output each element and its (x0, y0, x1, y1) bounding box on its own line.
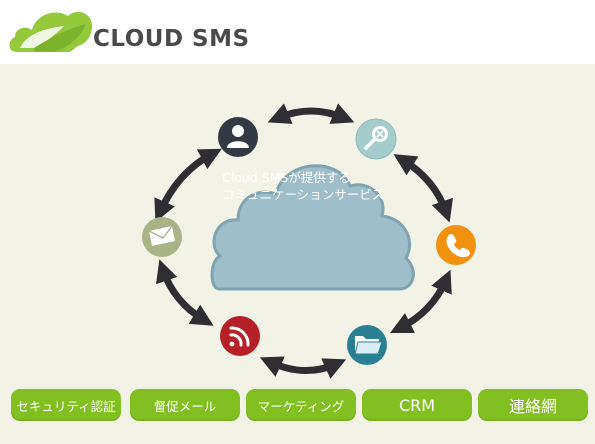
rss-icon (229, 326, 250, 347)
brand-title: CLOUD SMS (93, 26, 250, 52)
node-phone-circle (436, 225, 476, 265)
service-buttons: セキュリティ認証 督促メール マーケティング CRM 連絡網 (0, 389, 595, 423)
central-cloud-icon (210, 164, 415, 291)
search-icon (364, 126, 388, 150)
node-search (355, 118, 397, 160)
node-rss (220, 316, 260, 356)
arrow-phone-folder (389, 269, 452, 334)
cloud-caption: Cloud SMSが提供する コミュニケーションサービス (222, 169, 422, 203)
node-phone (436, 225, 476, 265)
mail-icon (148, 225, 175, 246)
arrow-search-phone (393, 154, 453, 223)
arrow-mail-user (154, 148, 222, 223)
cloud-caption-line1: Cloud SMSが提供する (222, 170, 351, 185)
marketing-button[interactable]: マーケティング (246, 389, 356, 421)
arrow-rss-mail (156, 259, 214, 326)
cloud-caption-line2: コミュニケーションサービス (222, 187, 385, 202)
node-folder (347, 325, 387, 365)
cycle-arrows (154, 103, 453, 379)
header: CLOUD SMS (0, 0, 595, 64)
reminder-mail-button[interactable]: 督促メール (130, 389, 240, 421)
arrow-user-search (267, 103, 355, 124)
contact-network-button[interactable]: 連絡網 (478, 389, 588, 421)
phone-icon (446, 233, 471, 258)
cloud-logo-icon (6, 4, 96, 58)
node-mail (142, 217, 182, 257)
security-auth-button[interactable]: セキュリティ認証 (11, 389, 121, 421)
arrow-folder-rss (259, 356, 347, 379)
user-icon (227, 125, 249, 148)
folder-icon (354, 336, 383, 355)
node-rss-circle (220, 316, 260, 356)
node-user (218, 117, 258, 157)
crm-button[interactable]: CRM (362, 389, 472, 421)
